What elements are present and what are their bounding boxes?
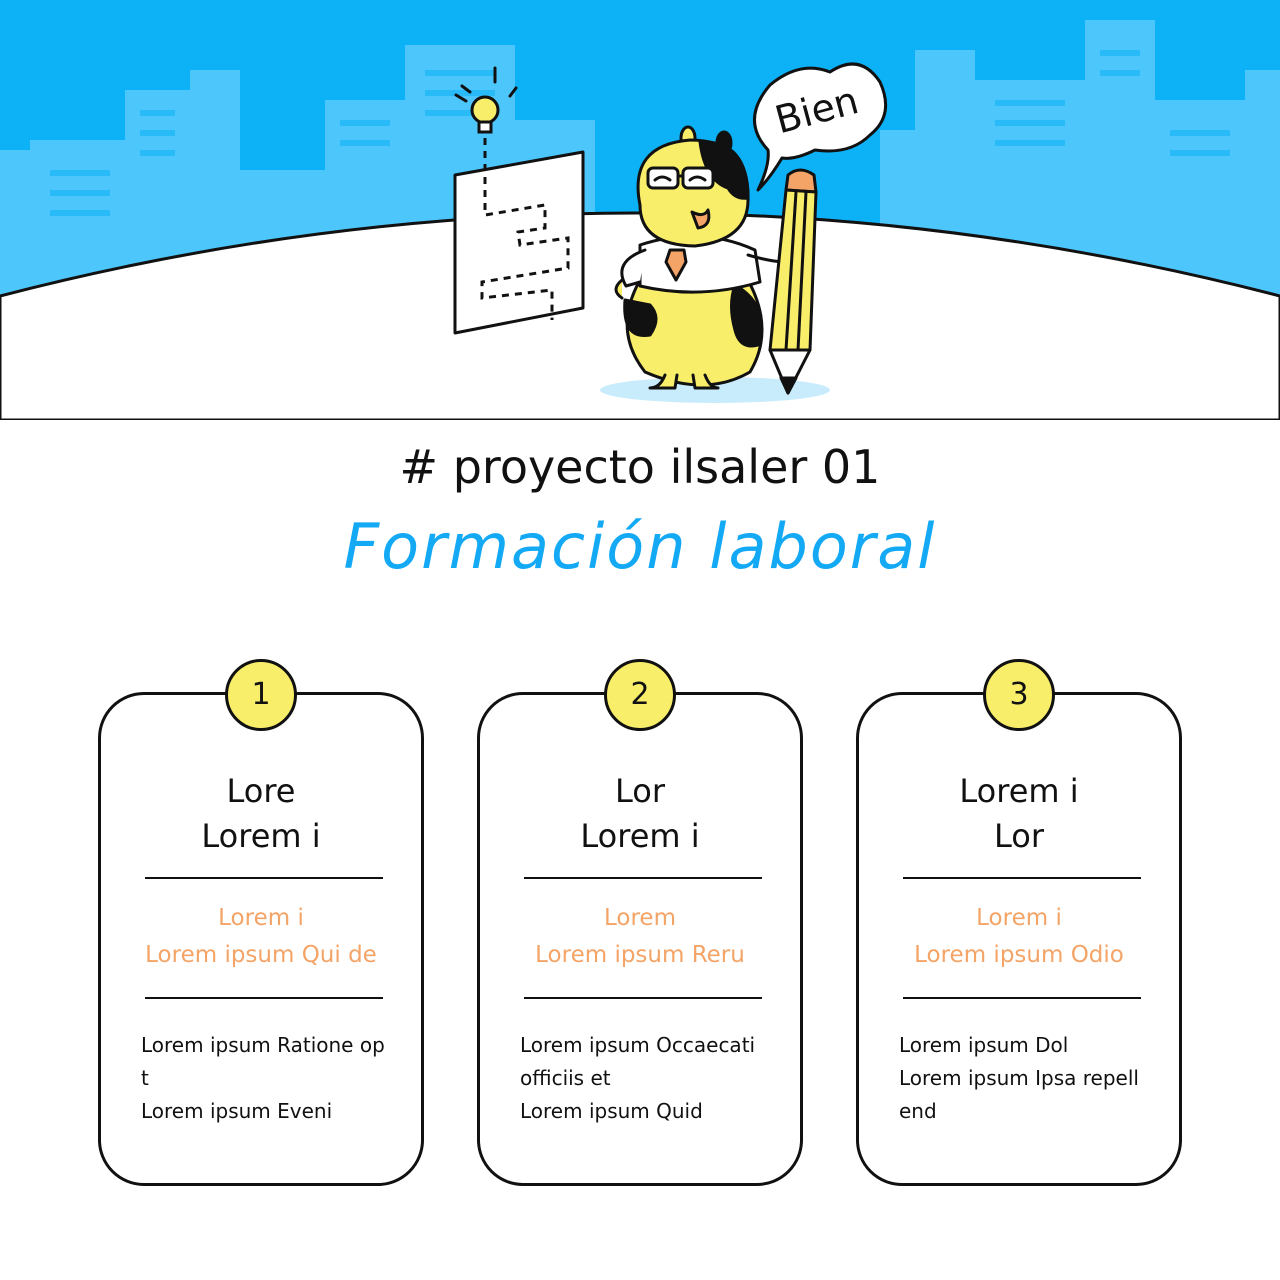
card-details: Lorem ipsum Occaecati officiis et Lorem … (520, 1029, 772, 1128)
card-highlight-line: Lorem i (976, 905, 1062, 931)
building-windows (50, 50, 1230, 216)
step-card-3: 3 Lorem i Lor Lorem i Lorem ipsum Odio L… (856, 659, 1182, 1186)
card-highlight-line: Lorem ipsum Odio (914, 942, 1124, 968)
card-heading-line: Lorem i (580, 817, 700, 855)
divider (903, 877, 1141, 879)
card-detail-line: Lorem ipsum Quid (520, 1099, 703, 1123)
card-detail-line: Lorem ipsum Dol (899, 1033, 1069, 1057)
step-number-badge: 1 (225, 659, 297, 731)
step-card-1: 1 Lore Lorem i Lorem i Lorem ipsum Qui d… (98, 659, 424, 1186)
divider (145, 877, 383, 879)
card-highlight: Lorem i Lorem ipsum Odio (859, 900, 1179, 974)
divider (524, 877, 762, 879)
pencil-icon (768, 168, 818, 395)
step-number-badge: 2 (604, 659, 676, 731)
page-title: Formación laboral (343, 510, 937, 583)
card-heading-line: Lorem i (201, 817, 321, 855)
card-highlight-line: Lorem (604, 905, 676, 931)
divider (524, 997, 762, 999)
card-heading: Lor Lorem i (480, 769, 800, 859)
card-highlight-line: Lorem i (218, 905, 304, 931)
card-highlight: Lorem Lorem ipsum Reru (480, 900, 800, 974)
card-highlight-line: Lorem ipsum Qui de (145, 942, 377, 968)
hero-illustration: Bien (0, 0, 1280, 420)
card-detail-line: Lorem ipsum Occaecati officiis et (520, 1033, 756, 1090)
card-detail-line: Lorem ipsum Ratione op t (141, 1033, 385, 1090)
card-heading: Lorem i Lor (859, 769, 1179, 859)
page-subtitle: # proyecto ilsaler 01 (399, 440, 881, 494)
card-details: Lorem ipsum Ratione op t Lorem ipsum Eve… (141, 1029, 393, 1128)
step-card-2: 2 Lor Lorem i Lorem Lorem ipsum Reru Lor… (477, 659, 803, 1186)
speech-bubble-icon: Bien (753, 62, 888, 192)
card-heading-line: Lore (226, 772, 296, 810)
lightbulb-icon (454, 66, 518, 134)
card-heading-line: Lor (615, 772, 665, 810)
character-mascot (614, 125, 787, 390)
card-heading-line: Lor (994, 817, 1044, 855)
step-number-badge: 3 (983, 659, 1055, 731)
card-details: Lorem ipsum Dol Lorem ipsum Ipsa repell … (899, 1029, 1151, 1128)
card-highlight: Lorem i Lorem ipsum Qui de (101, 900, 421, 974)
character-shadow (600, 377, 830, 403)
divider (903, 997, 1141, 999)
card-heading-line: Lorem i (959, 772, 1079, 810)
card-detail-line: Lorem ipsum Ipsa repell end (899, 1066, 1139, 1123)
divider (145, 997, 383, 999)
maze-paper-icon (453, 138, 585, 335)
card-heading: Lore Lorem i (101, 769, 421, 859)
card-detail-line: Lorem ipsum Eveni (141, 1099, 333, 1123)
card-highlight-line: Lorem ipsum Reru (535, 942, 745, 968)
